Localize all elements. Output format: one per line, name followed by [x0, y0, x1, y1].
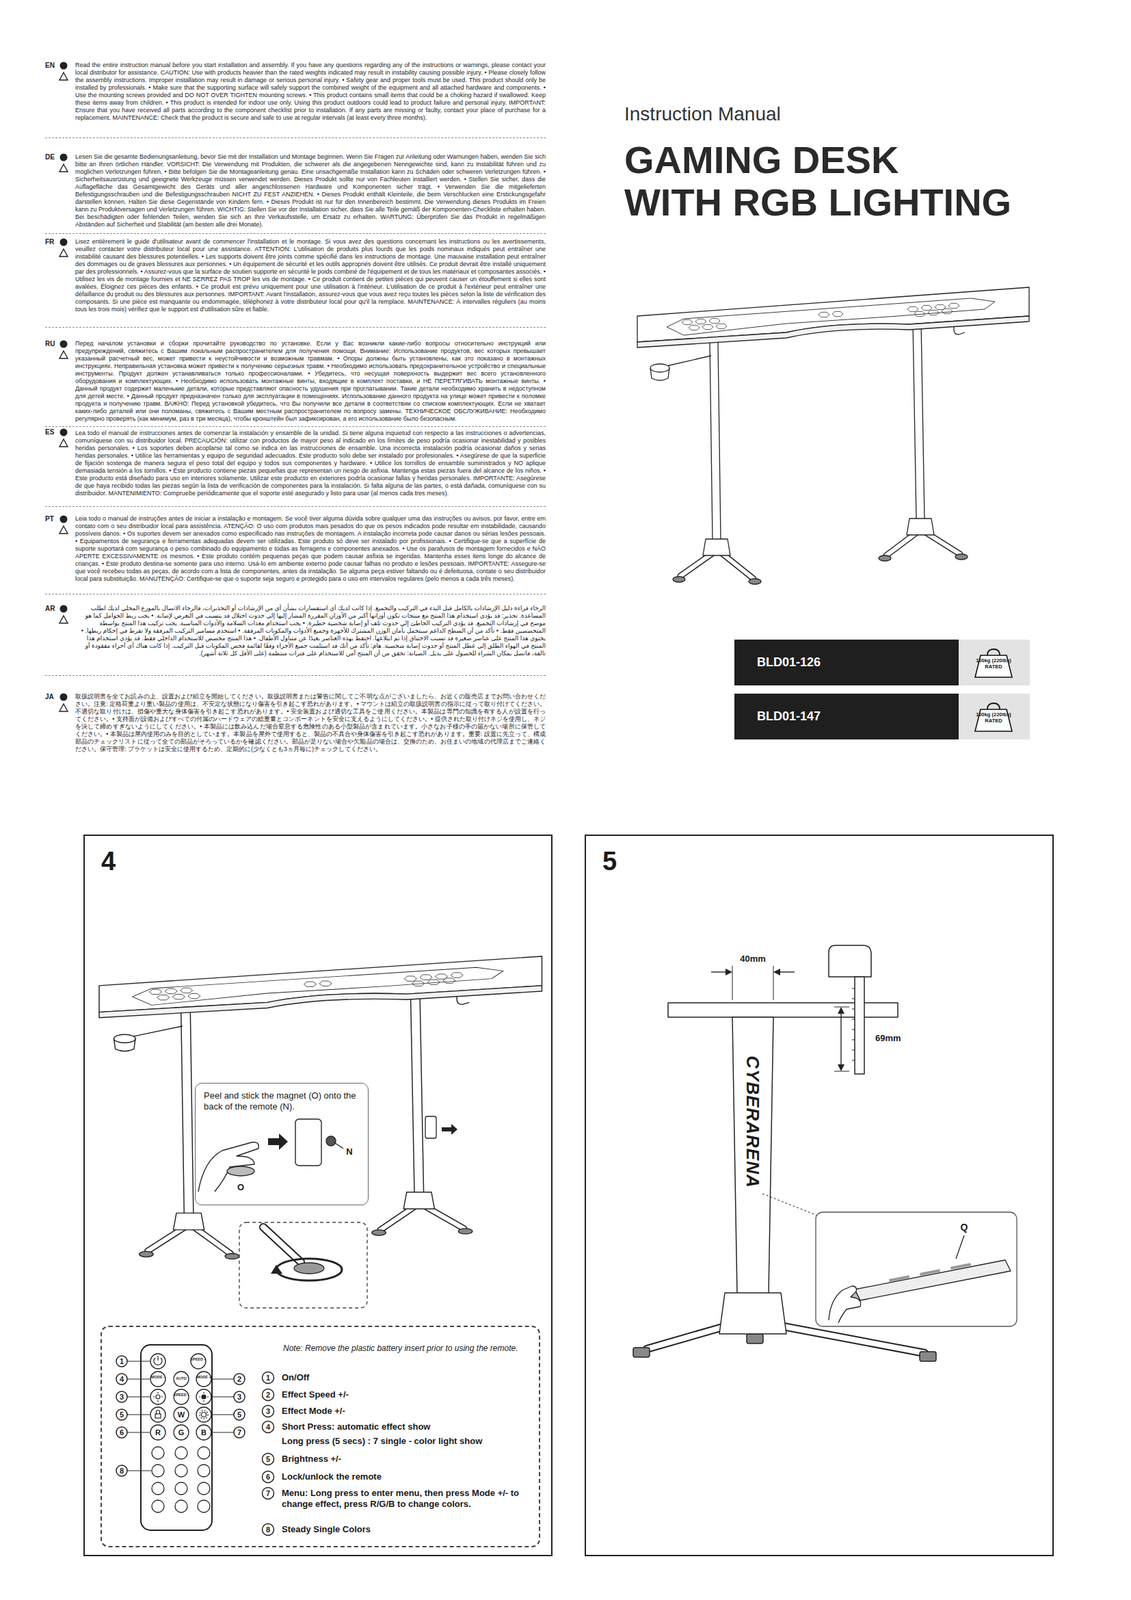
language-code: DE [45, 153, 59, 162]
callout-number: 5 [116, 1408, 128, 1420]
separator-line [45, 426, 546, 427]
callout-number: 3 [261, 1405, 275, 1417]
key-text: Effect Speed +/- [281, 1388, 535, 1400]
button-label: W [175, 1409, 187, 1419]
separator-line [45, 137, 546, 139]
callout-number: 4 [116, 1373, 128, 1385]
language-code: JA [45, 692, 59, 701]
key-text: Effect Mode +/- [281, 1405, 535, 1417]
instruction-text: Peel and stick the magnet (O) onto the b… [203, 1089, 362, 1112]
key-text: Menu: Long press to enter menu, then pre… [281, 1487, 532, 1510]
language-code: ES [45, 428, 59, 437]
callout-number: 5 [233, 1408, 245, 1420]
language-code: RU [45, 339, 59, 349]
key-text: Short Press: automatic effect show [281, 1420, 535, 1432]
callout-number: 1 [261, 1371, 275, 1383]
warning-text: Leia todo o manual de instruções antes d… [75, 514, 546, 583]
warning-text: Lisez entièrement le guide d'utilisateur… [75, 237, 546, 314]
callout-number: 5 [261, 1453, 275, 1465]
brand-logo: CYBERARENA [742, 1053, 764, 1190]
part-letter: N [344, 1146, 355, 1157]
callout-number: 6 [261, 1470, 275, 1482]
key-text: Lock/unlock the remote [281, 1470, 535, 1482]
warning-text: 取扱説明書を全てお読みの上、設置および組立を開始してください。取扱説明書または警… [75, 692, 546, 753]
model-bar: BLD01-126 100kg (220lbs) RATED [734, 639, 1030, 686]
callout-number: 2 [233, 1373, 245, 1385]
callout-number: 3 [233, 1390, 245, 1402]
warning-text: Перед началом установки и сборки прочита… [75, 339, 546, 423]
note-text: Note: Remove the plastic battery insert … [283, 1342, 533, 1354]
button-label: MODE - [149, 1375, 167, 1380]
warning-text: Read the entire instruction manual befor… [75, 61, 546, 122]
key-text: Long press (5 secs) : 7 single - color l… [281, 1435, 535, 1447]
button-label: G [175, 1427, 187, 1437]
dimension: 69mm [875, 1032, 917, 1043]
button-label: SPEED + [190, 1357, 207, 1362]
key-text: On/Off [281, 1371, 535, 1383]
step-number: 5 [602, 846, 644, 876]
model-number: BLD01-126 [756, 654, 949, 670]
separator-line [45, 593, 546, 595]
step-panel: 5 [584, 834, 1054, 1556]
callout-number: 3 [116, 1390, 128, 1402]
weight-rating: 100kg (220lbs) RATED [975, 711, 1013, 724]
key-text: Steady Single Colors [281, 1523, 535, 1535]
weight-badge: 100kg (220lbs) RATED [972, 700, 1015, 733]
separator-line [45, 674, 546, 676]
language-code: FR [45, 237, 59, 247]
button-label: MODE + [195, 1375, 212, 1380]
weight-handle [987, 702, 1000, 710]
callout-number: 1 [116, 1355, 128, 1367]
inset-box: Peel and stick the magnet (O) onto the b… [194, 1082, 369, 1205]
step-number: 4 [101, 846, 143, 876]
button-label: B [198, 1427, 210, 1437]
weight-rating: 100kg (220lbs) RATED [975, 657, 1013, 670]
separator-line [45, 326, 546, 328]
part-letter: Q [958, 1221, 970, 1233]
title: GAMING DESK WITH RGB LIGHTING [624, 138, 1035, 224]
warning-text: الرجاء قراءة دليل الإرشادات بالكامل قبل … [75, 604, 546, 658]
weight-badge: 100kg (220lbs) RATED [972, 646, 1015, 679]
weight-body [975, 655, 1013, 677]
step-panel: 4Peel and stick the magnet (O) onto the … [83, 834, 553, 1556]
button-label: AUTO [173, 1376, 190, 1381]
model-number: BLD01-147 [756, 708, 949, 724]
language-code: PT [45, 514, 59, 524]
button-label: R [152, 1427, 164, 1437]
callout-number: 6 [116, 1426, 128, 1438]
model-bar: BLD01-147 100kg (220lbs) RATED [734, 693, 1030, 740]
callout-number: 8 [116, 1464, 128, 1476]
callout-number: 7 [233, 1426, 245, 1438]
separator-line [45, 506, 546, 507]
language-code: EN [45, 61, 59, 70]
warning-text: Lesen Sie die gesamte Bedienungsanleitun… [75, 153, 546, 229]
warning-text: Lea todo el manual de instrucciones ante… [75, 429, 546, 498]
callout-number: 2 [261, 1388, 275, 1400]
part-letter: O [235, 1181, 246, 1192]
button-label: SPEED - [173, 1392, 190, 1397]
weight-body [975, 709, 1013, 731]
dimension: 40mm [732, 953, 774, 964]
separator-line [45, 233, 546, 234]
line-spacer [993, 138, 1035, 153]
language-code: AR [45, 604, 59, 613]
key-text: Brightness +/- [281, 1453, 535, 1465]
callout-number: 7 [261, 1487, 275, 1499]
weight-handle [987, 648, 1000, 656]
callout-number: 8 [261, 1523, 275, 1535]
subtitle: Instruction Manual [624, 102, 912, 126]
callout-number: 4 [261, 1420, 275, 1432]
